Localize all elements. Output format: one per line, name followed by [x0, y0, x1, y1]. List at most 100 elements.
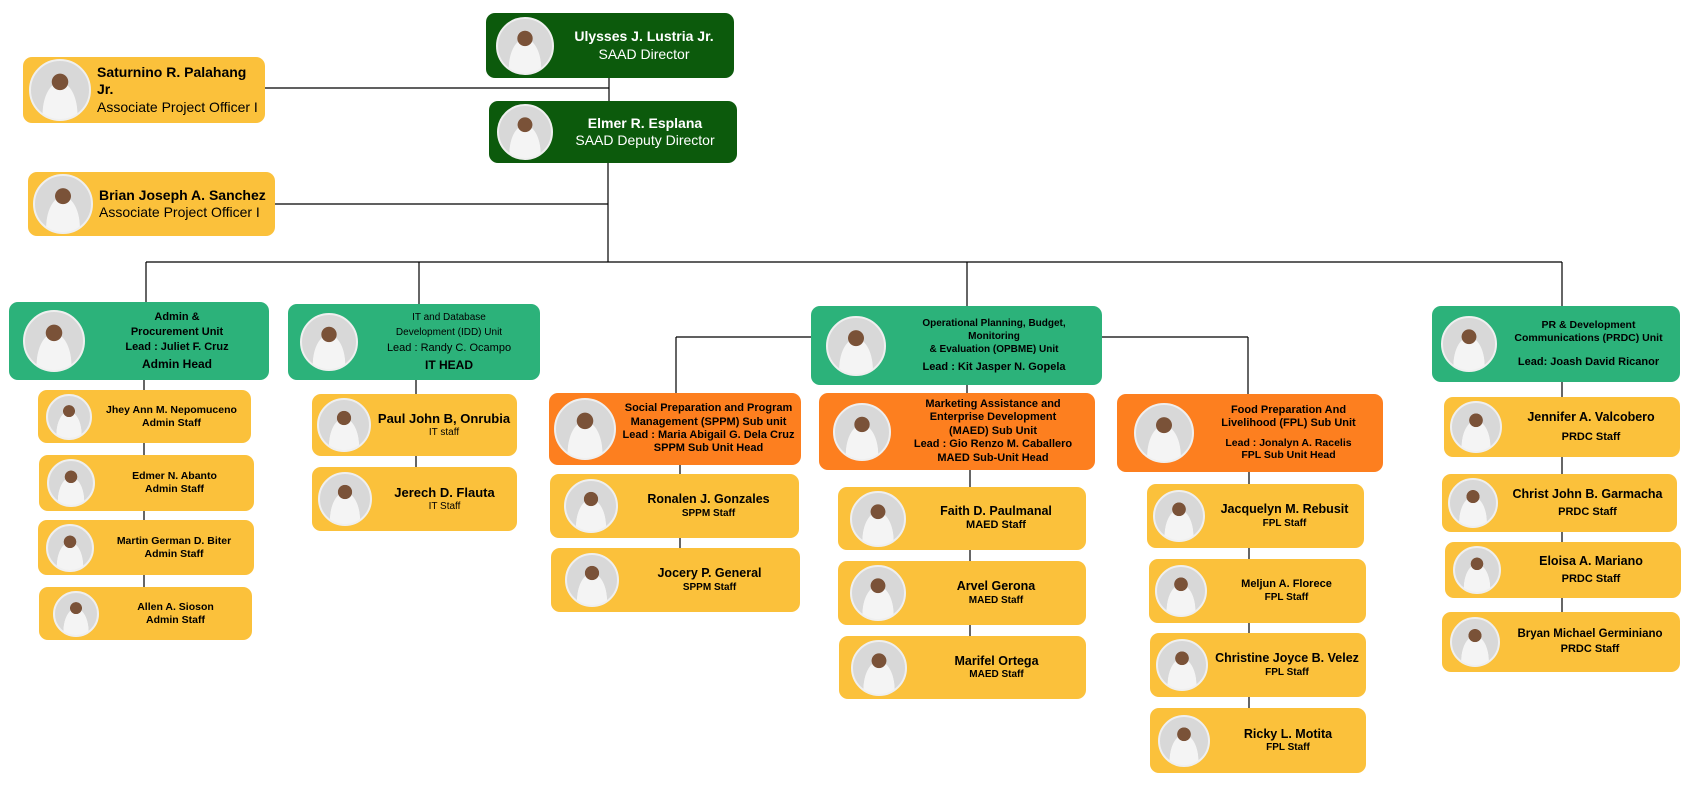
- idd-unit-card: IT and Database Development (IDD) Unit L…: [288, 304, 540, 380]
- avatar: [46, 393, 92, 440]
- avatar: [1448, 478, 1498, 528]
- admin-unit-line1: Admin &: [154, 310, 200, 323]
- staff-name: Martin German D. Biter: [116, 534, 232, 547]
- staff-title: MAED Staff: [968, 594, 1024, 606]
- staff-name: Ricky L. Motita: [1243, 726, 1333, 741]
- staff-title: MAED Staff: [966, 519, 1026, 532]
- idd-unit-role: IT HEAD: [425, 358, 473, 373]
- staff-title: PRDC Staff: [1561, 431, 1621, 444]
- staff-name: Bryan Michael Germiniano: [1517, 628, 1663, 641]
- avatar: [1158, 714, 1210, 767]
- avatar: [318, 472, 372, 526]
- avatar: [564, 479, 618, 533]
- staff-name: Arvel Gerona: [956, 579, 1036, 594]
- avatar: [300, 313, 358, 371]
- avatar: [826, 315, 886, 376]
- avatar: [33, 174, 93, 234]
- apo1-name: Saturnino R. Palahang Jr.: [97, 64, 247, 98]
- maed-role: MAED Sub-Unit Head: [937, 451, 1049, 464]
- staff-title: PRDC Staff: [1561, 573, 1621, 586]
- avatar: [850, 490, 906, 547]
- staff-title: FPL Staff: [1264, 591, 1309, 603]
- avatar: [23, 310, 85, 372]
- staff-title: Admin Staff: [144, 547, 204, 560]
- avatar: [850, 565, 906, 621]
- sppm-subunit-card: Social Preparation and Program Managemen…: [549, 393, 801, 465]
- avatar: [29, 59, 91, 121]
- deputy-name: Elmer R. Esplana: [587, 114, 703, 131]
- staff-title: MAED Staff: [969, 669, 1024, 681]
- director-title: SAAD Director: [598, 45, 690, 62]
- avatar: [1450, 401, 1502, 453]
- fpl-role: FPL Sub Unit Head: [1241, 449, 1336, 462]
- staff-title: PRDC Staff: [1560, 643, 1620, 656]
- staff-title: PRDC Staff: [1558, 506, 1617, 519]
- apo-card-2: Brian Joseph A. Sanchez Associate Projec…: [28, 172, 275, 236]
- avatar: [1450, 617, 1500, 667]
- staff-title: Admin Staff: [146, 613, 205, 626]
- staff-name: Edmer N. Abanto: [132, 470, 217, 483]
- prdc-unit-lead: Lead: Joash David Ricanor: [1517, 355, 1660, 368]
- admin-unit-card: Admin & Procurement Unit Lead : Juliet F…: [9, 302, 269, 380]
- staff-name: Faith D. Paulmanal: [940, 504, 1052, 519]
- avatar: [496, 16, 554, 75]
- maed-subunit-card: Marketing Assistance and Enterprise Deve…: [819, 393, 1095, 470]
- avatar: [46, 523, 94, 572]
- staff-title: IT Staff: [428, 500, 461, 512]
- staff-name: Christine Joyce B. Velez: [1215, 651, 1359, 666]
- avatar: [47, 459, 95, 507]
- admin-unit-line2: Procurement Unit: [130, 325, 224, 338]
- staff-name: Jerech D. Flauta: [394, 484, 495, 500]
- admin-unit-role: Admin Head: [141, 356, 212, 371]
- prdc-unit-line1: PR & Development: [1541, 318, 1636, 331]
- staff-name: Ronalen J. Gonzales: [647, 492, 770, 507]
- idd-unit-lead: Lead : Randy C. Ocampo: [386, 341, 512, 354]
- staff-title: Admin Staff: [145, 483, 204, 495]
- prdc-unit-line2: Communications (PRDC) Unit: [1514, 332, 1663, 345]
- admin-unit-lead: Lead : Juliet F. Cruz: [125, 341, 229, 354]
- director-card: Ulysses J. Lustria Jr. SAAD Director: [486, 13, 734, 78]
- apo2-title: Associate Project Officer I: [99, 204, 260, 220]
- avatar: [1134, 403, 1194, 463]
- opbme-unit-line3: & Evaluation (OPBME) Unit: [929, 343, 1059, 355]
- maed-lead: Lead : Gio Renzo M. Caballero: [913, 438, 1073, 451]
- staff-name: Paul John B, Onrubia: [377, 410, 511, 426]
- maed-line3: (MAED) Sub Unit: [949, 424, 1037, 437]
- deputy-title: SAAD Deputy Director: [575, 132, 715, 148]
- staff-name: Jennifer A. Valcobero: [1527, 410, 1655, 425]
- avatar: [833, 402, 891, 461]
- staff-title: FPL Staff: [1262, 517, 1307, 529]
- staff-name: Jacquelyn M. Rebusit: [1220, 502, 1349, 517]
- apo1-title: Associate Project Officer I: [97, 98, 258, 115]
- staff-title: IT staff: [428, 426, 460, 438]
- opbme-unit-card: Operational Planning, Budget, Monitoring…: [811, 306, 1102, 385]
- fpl-line1: Food Preparation And: [1230, 403, 1347, 416]
- sppm-line2: Management (SPPM) Sub unit: [630, 415, 787, 428]
- maed-line2: Enterprise Development: [929, 411, 1057, 424]
- opbme-unit-line2: Monitoring: [968, 330, 1020, 342]
- sppm-line1: Social Preparation and Program: [624, 402, 793, 415]
- avatar: [53, 590, 99, 637]
- staff-title: Admin Staff: [142, 416, 201, 429]
- deputy-director-card: Elmer R. Esplana SAAD Deputy Director: [489, 101, 737, 163]
- idd-unit-line2: Development (IDD) Unit: [395, 326, 503, 338]
- apo2-name: Brian Joseph A. Sanchez: [99, 186, 266, 203]
- sppm-role: SPPM Sub Unit Head: [653, 442, 764, 455]
- fpl-lead: Lead : Jonalyn A. Racelis: [1225, 436, 1352, 449]
- avatar: [565, 553, 619, 607]
- director-name: Ulysses J. Lustria Jr.: [574, 28, 714, 45]
- staff-name: Eloisa A. Mariano: [1539, 554, 1643, 569]
